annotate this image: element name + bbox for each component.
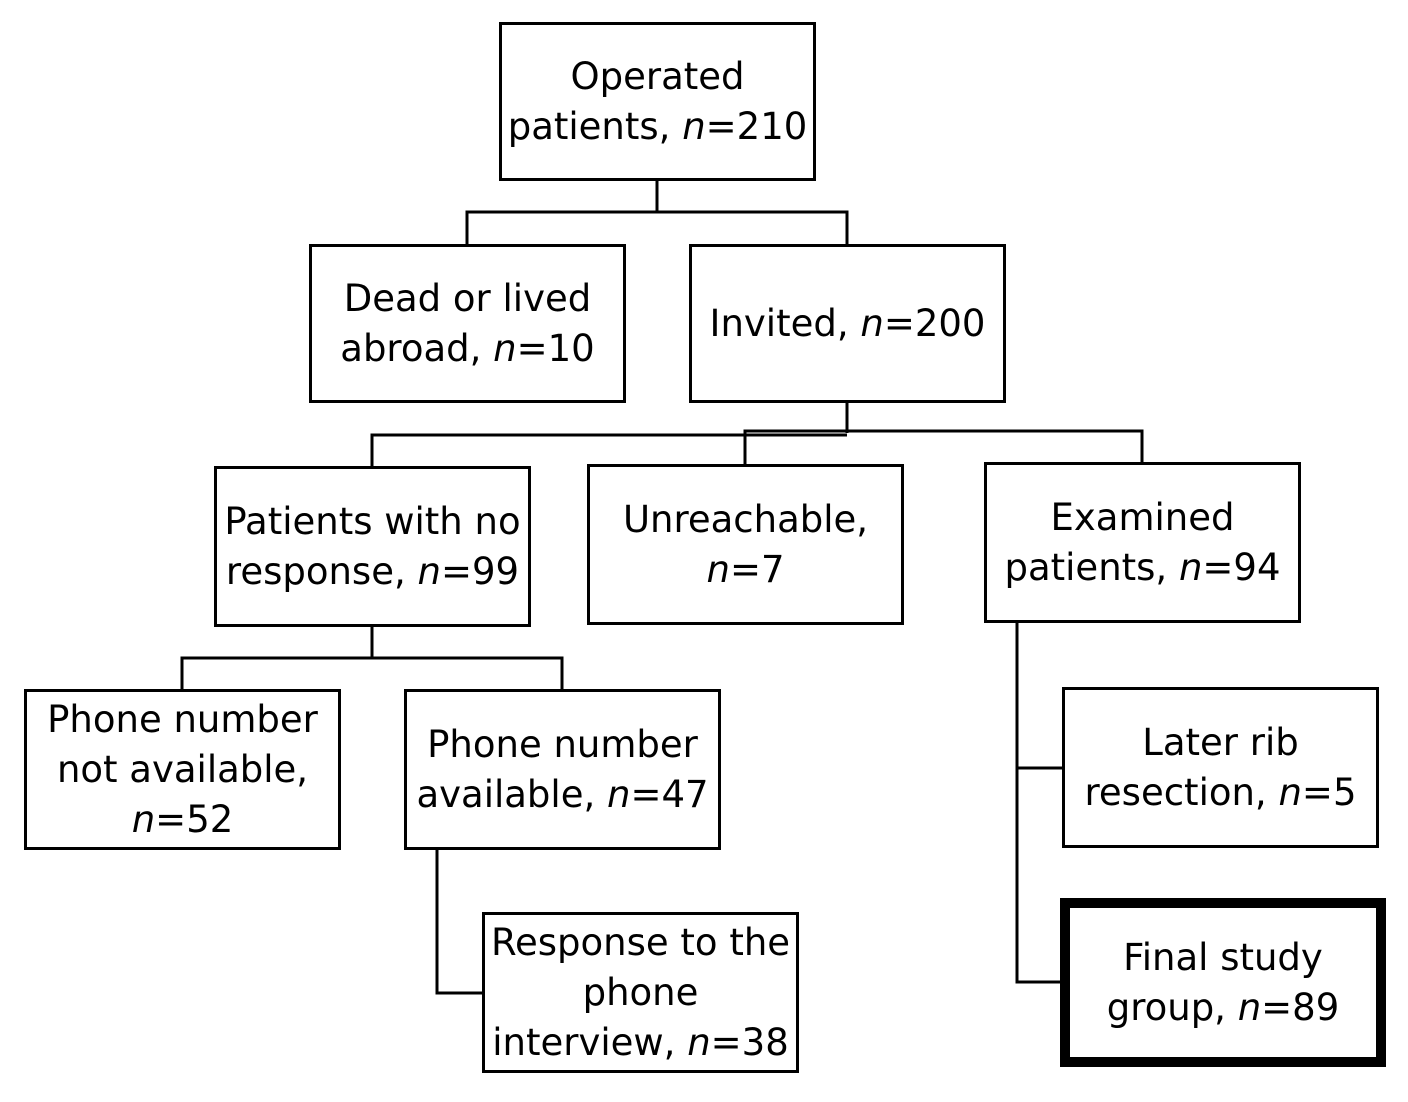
count-value: 89 (1292, 985, 1340, 1029)
box-later-rib-resection: Later rib resection, n=5 (1062, 687, 1379, 848)
count-value: 38 (741, 1020, 789, 1064)
label-line: Later rib (1142, 720, 1299, 764)
label-line: Patients with no (224, 499, 521, 543)
equals-sign: = (516, 326, 548, 370)
n-symbol: n (1237, 985, 1262, 1029)
n-symbol: n (860, 301, 884, 345)
connector-split-3 (180, 656, 564, 690)
label-line: Phone number (427, 722, 698, 766)
label-line: patients, (507, 104, 683, 148)
n-symbol: n (606, 772, 631, 816)
equals-sign: = (155, 797, 187, 841)
label-line: not available, (56, 747, 309, 791)
box-invited: Invited, n=200 (689, 244, 1006, 403)
box-operated-patients: Operated patients, n=210 (499, 22, 816, 181)
label-line: group, (1106, 985, 1238, 1029)
equals-sign: = (710, 1020, 742, 1064)
box-no-response: Patients with no response, n=99 (214, 466, 531, 627)
label-line: Operated (570, 54, 745, 98)
equals-sign: = (440, 549, 472, 593)
label-line: response, (225, 549, 418, 593)
label-line: patients, (1004, 545, 1179, 589)
box-phone-available: Phone number available, n=47 (404, 689, 721, 850)
equals-sign: = (729, 547, 761, 591)
label-line: interview, (492, 1020, 688, 1064)
box-dead-or-abroad: Dead or lived abroad, n=10 (309, 244, 626, 403)
equals-sign: = (1261, 985, 1293, 1029)
connector-split-2b (743, 429, 1144, 465)
label-line: Dead or lived (343, 276, 592, 320)
box-final-study-group: Final study group, n=89 (1060, 898, 1386, 1067)
label-line: Unreachable, (622, 497, 869, 541)
count-value: 5 (1332, 770, 1357, 814)
label-line: resection, (1084, 770, 1279, 814)
label-line: Phone number (47, 697, 318, 741)
label-line: Response to the (490, 920, 791, 964)
connector-examined (1015, 622, 1064, 984)
count-value: 52 (186, 797, 234, 841)
label-line: abroad, (340, 326, 494, 370)
n-symbol: n (131, 797, 156, 841)
count-value: 47 (661, 772, 709, 816)
label-line: Invited, (709, 301, 861, 345)
count-value: 210 (736, 104, 808, 148)
label-line: available, (416, 772, 607, 816)
n-symbol: n (417, 549, 441, 593)
label-line: phone (582, 970, 699, 1014)
label-line: Final study (1123, 935, 1323, 979)
n-symbol: n (706, 547, 730, 591)
equals-sign: = (705, 104, 737, 148)
connector-phone-resp (435, 850, 484, 995)
box-phone-not-available: Phone number not available, n=52 (24, 689, 341, 850)
count-value: 200 (914, 301, 986, 345)
equals-sign: = (883, 301, 915, 345)
n-symbol: n (687, 1020, 711, 1064)
equals-sign: = (1202, 545, 1234, 589)
equals-sign: = (1301, 770, 1333, 814)
count-value: 10 (547, 326, 595, 370)
box-examined-patients: Examined patients, n=94 (984, 462, 1301, 623)
n-symbol: n (493, 326, 517, 370)
equals-sign: = (630, 772, 662, 816)
count-value: 99 (471, 549, 520, 593)
connector-split-1 (465, 210, 849, 245)
label-line: Examined (1050, 495, 1235, 539)
count-value: 94 (1233, 545, 1281, 589)
connector-split-2 (370, 433, 847, 467)
box-phone-interview-response: Response to the phone interview, n=38 (482, 912, 799, 1073)
count-value: 7 (760, 547, 785, 591)
n-symbol: n (1178, 545, 1203, 589)
n-symbol: n (1278, 770, 1302, 814)
box-unreachable: Unreachable, n=7 (587, 464, 904, 625)
n-symbol: n (682, 104, 706, 148)
